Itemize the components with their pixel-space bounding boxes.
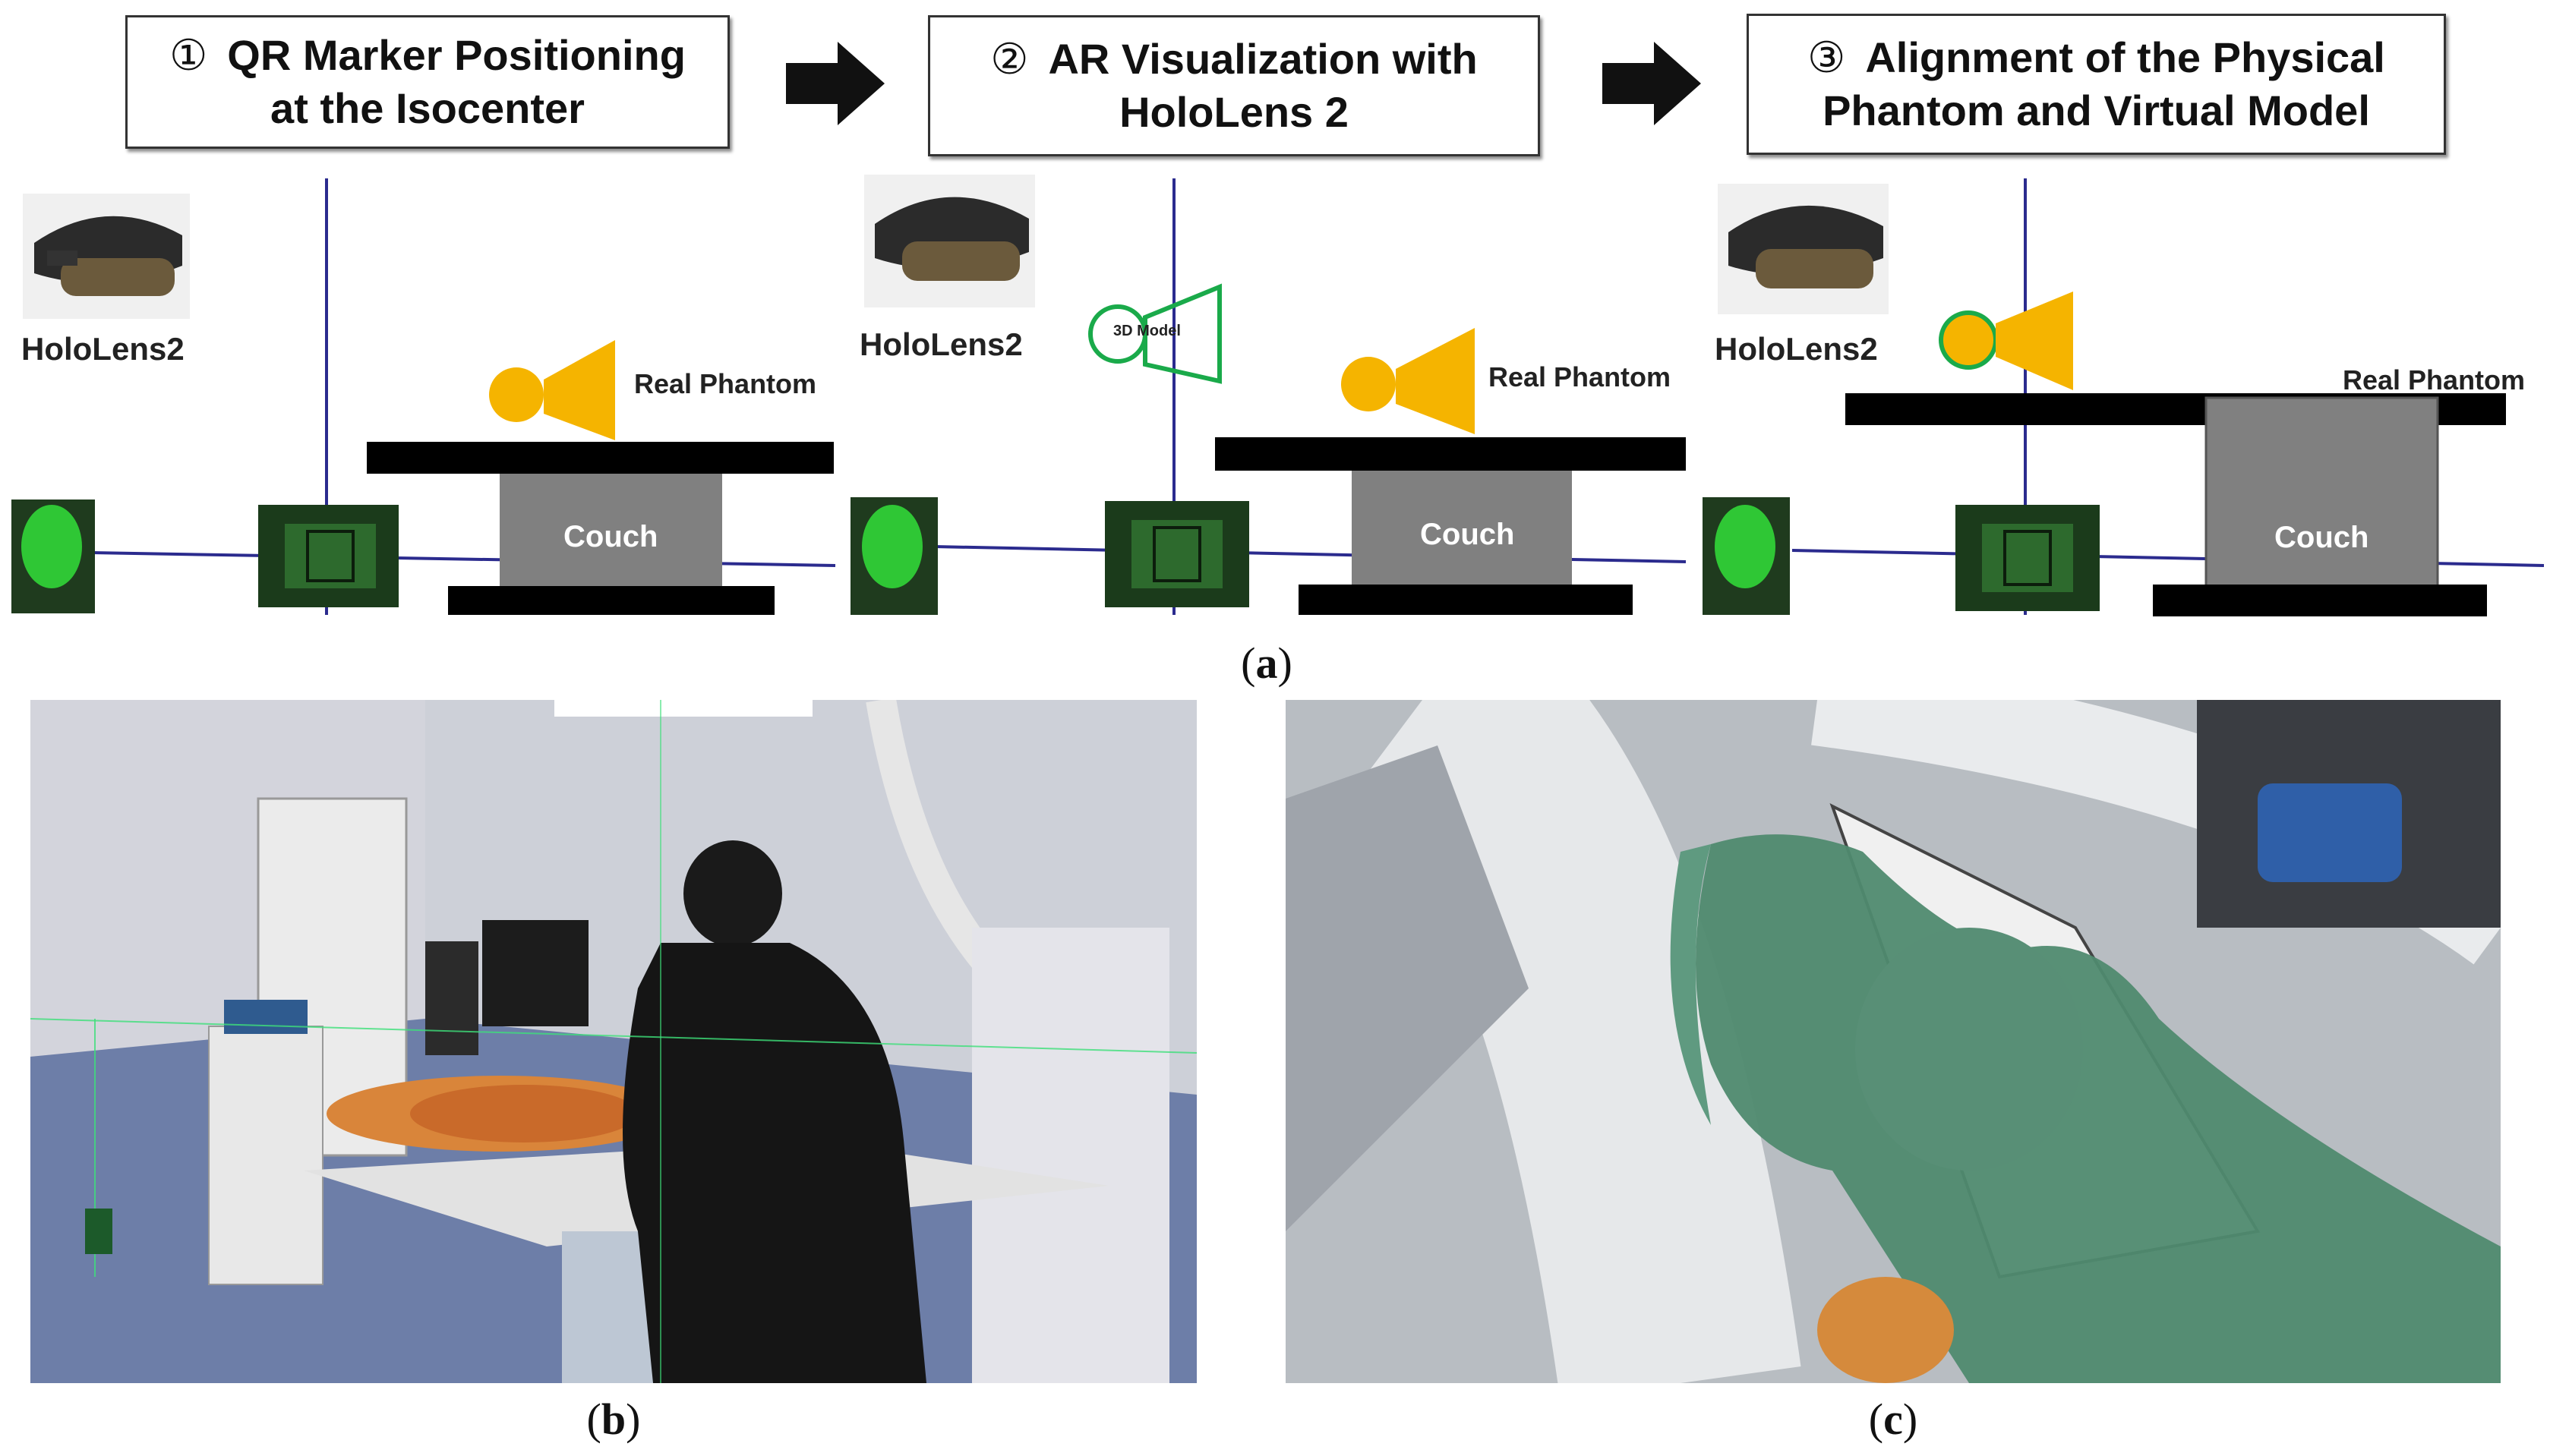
laser-level-icon xyxy=(11,500,95,613)
diagram-step-3: HoloLens2 Real Phantom Couch xyxy=(1693,152,2550,622)
qr-marker-icon xyxy=(1955,505,2100,611)
laser-level-icon xyxy=(1703,497,1790,615)
step-3-title-line2: Phantom and Virtual Model xyxy=(1823,87,2370,134)
model-label: 3D Model xyxy=(1113,323,1181,339)
hololens-label: HoloLens2 xyxy=(1715,331,1878,367)
hololens-icon xyxy=(1718,184,1889,314)
step-3-number: ③ xyxy=(1807,33,1846,81)
diagram-step-2: HoloLens2 3D Model Real Phantom Couch xyxy=(843,152,1693,622)
couch-label: Couch xyxy=(2274,521,2369,554)
hololens-label: HoloLens2 xyxy=(860,326,1023,362)
step-2-title-line2: HoloLens 2 xyxy=(1119,88,1349,136)
real-phantom-label: Real Phantom xyxy=(2343,364,2526,396)
virtual-model-outline xyxy=(1088,283,1222,384)
couch-label: Couch xyxy=(563,520,658,553)
step-2-title-line1: AR Visualization with xyxy=(1048,35,1478,83)
step-2-number: ② xyxy=(990,35,1029,83)
couch-label: Couch xyxy=(1420,518,1515,551)
caption-a: (a) xyxy=(1241,638,1292,688)
hololens-icon xyxy=(23,194,190,319)
caption-c: (c) xyxy=(1868,1395,1918,1444)
diagram-step-1: HoloLens2 Real Phantom Couch xyxy=(0,152,843,622)
step-2-box: ② AR Visualization with HoloLens 2 xyxy=(928,15,1540,156)
hololens-icon xyxy=(864,175,1035,307)
photo-ar-overlay xyxy=(1286,700,2501,1383)
laser-level-icon xyxy=(851,497,938,615)
real-phantom-label: Real Phantom xyxy=(1488,361,1671,392)
qr-marker-icon xyxy=(1105,501,1249,607)
step-1-title-line2: at the Isocenter xyxy=(270,84,585,132)
arrow-right-icon xyxy=(1602,42,1701,125)
caption-b: (b) xyxy=(586,1395,641,1444)
real-phantom-label: Real Phantom xyxy=(634,368,817,399)
qr-marker-icon xyxy=(258,505,399,607)
step-1-title-line1: QR Marker Positioning xyxy=(227,31,686,79)
hololens-label: HoloLens2 xyxy=(21,331,185,367)
step-3-title-line1: Alignment of the Physical xyxy=(1865,33,2385,81)
step-1-number: ① xyxy=(169,31,208,79)
step-3-box: ③ Alignment of the Physical Phantom and V… xyxy=(1747,14,2446,155)
photo-treatment-room xyxy=(30,700,1197,1383)
step-1-box: ① QR Marker Positioning at the Isocenter xyxy=(125,15,730,149)
arrow-right-icon xyxy=(786,42,885,125)
